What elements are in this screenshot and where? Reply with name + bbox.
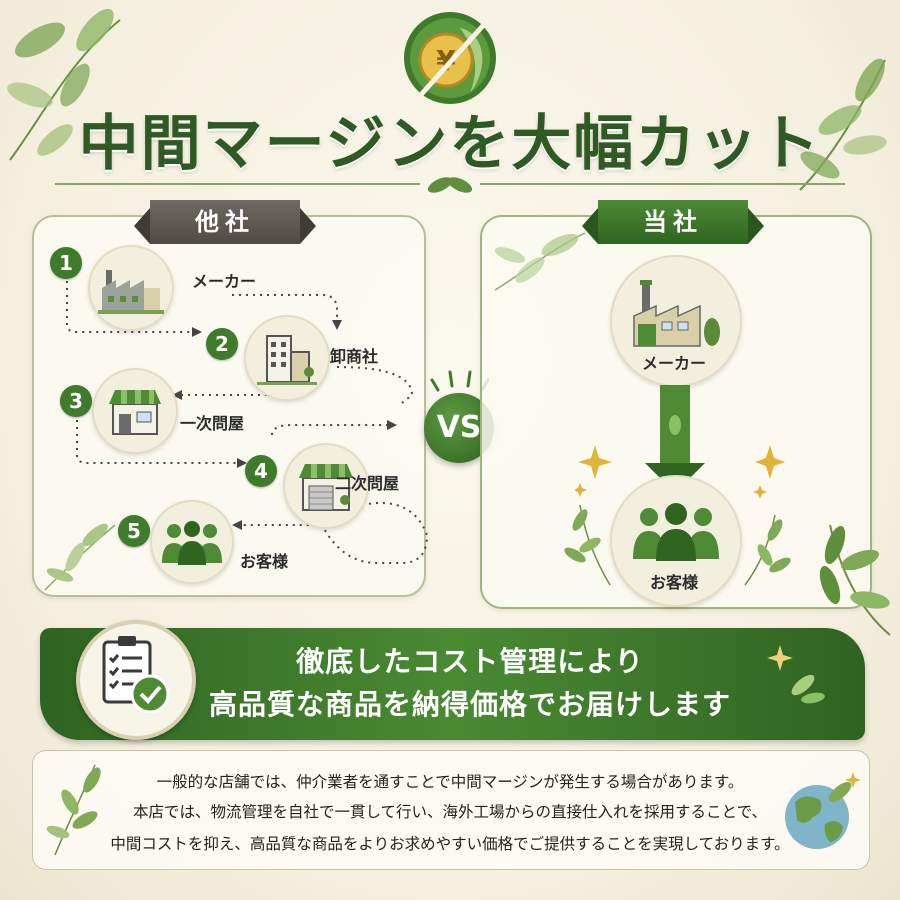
customers-icon [150,500,234,584]
banner-line-2: 高品質な商品を納得価格でお届けします [208,688,731,721]
leaf-decoration-right-of-customer [744,514,791,586]
sparkle-icons [575,445,785,499]
our-company-label: 当社 [582,200,764,244]
step-2-label: 卸商社 [330,347,379,366]
step-4-number: 4 [245,455,277,487]
leaf-decoration-info-left [46,764,101,856]
step-4-label: 二次問屋 [335,474,400,493]
leaf-decoration-top-left [7,8,121,161]
step-2-number: 2 [206,328,238,360]
maker-icon-circle [610,255,742,387]
customer-label: お客様 [649,573,698,592]
warehouse-shop-icon [283,443,369,529]
maker-label: メーカー [641,354,706,373]
info-box [32,750,870,870]
step-5-label: お客様 [240,552,289,571]
leaf-decoration-left-of-customer [564,504,611,586]
distribution-flow-path [66,281,429,564]
leaf-decoration-right-panel [494,232,586,291]
sparkle-leaf-icon [767,645,825,704]
info-line-2: 本店では、物流管理を自社で一貫して行い、海外工場からの直接仕入れを採用することで… [133,803,767,821]
factory-icon [88,245,174,331]
customers-icon [633,503,719,561]
factory-icon [633,280,720,347]
step-3-label: 一次問屋 [180,414,245,433]
shop-icon [92,368,178,454]
customer-icon-circle [610,475,742,607]
title-divider-left [55,183,420,185]
info-line-1: 一般的な店舗では、仲介業者を通すことで中間マージンが発生する場合があります。 [156,773,744,791]
competitor-label: 他社 [134,200,316,244]
title-divider-right [480,183,845,185]
leaf-decoration-top-right [799,58,887,191]
globe-icon [785,772,861,849]
step-3-number: 3 [60,385,92,417]
leaf-decoration-left-panel-bottom [44,523,116,591]
step-5-number: 5 [118,515,150,547]
direct-arrow-icon [645,385,705,493]
office-building-icon [244,315,330,401]
info-line-3: 中間コストを抑え、高品質な商品をよりお求めやすい価格でご提供することを実現してお… [110,835,790,853]
banner-line-1: 徹底したコスト管理により [296,645,644,678]
checklist-icon-circle [76,620,196,740]
page-title: 中間マージンを大幅カット [78,109,822,179]
leaf-decoration-right-edge [819,524,891,636]
yen-coin-icon: ¥ [404,12,496,104]
checklist-icon [102,636,170,714]
leaf-divider-icon [427,177,473,193]
step-1-number: 1 [50,247,82,279]
step-1-label: メーカー [192,272,257,291]
